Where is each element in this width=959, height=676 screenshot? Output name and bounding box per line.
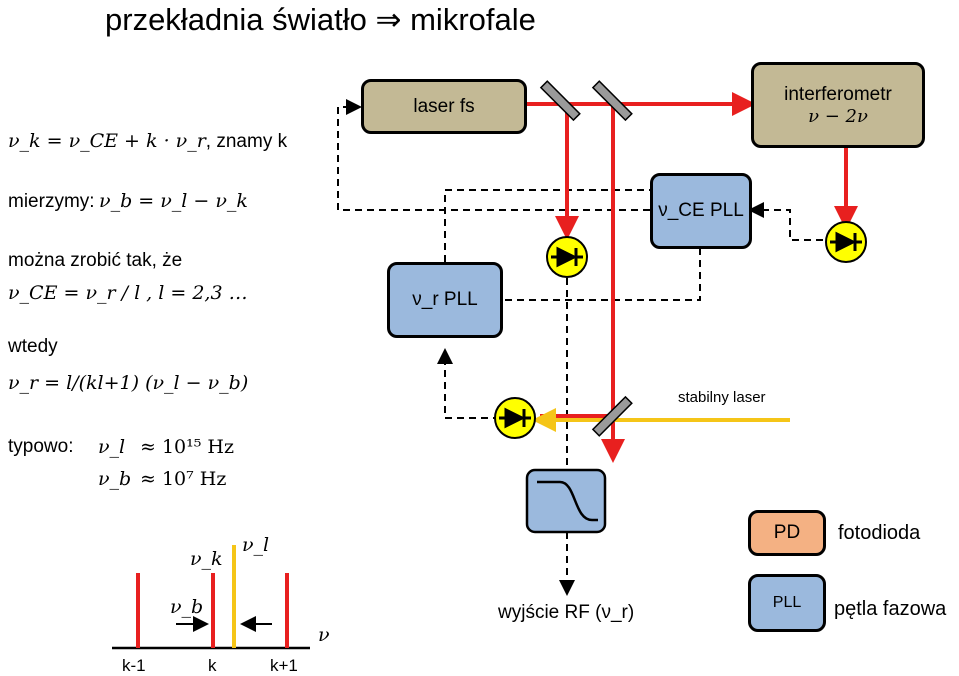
typical-nu-l: ν_l <box>98 436 126 458</box>
legend-pd-box-label: PD <box>773 522 801 543</box>
pll-r-box: ν_r PLL <box>387 262 503 338</box>
measure-equation: ν_b = ν_l − ν_k <box>99 190 248 212</box>
legend-pll-box: PLL <box>748 574 826 632</box>
pll-r-label: ν_r PLL <box>412 289 478 310</box>
mirror-3-icon <box>591 395 633 437</box>
condition-intro: można zrobić tak, że <box>8 250 183 271</box>
then-equation: ν_r = l/(kl+1) (ν_l − ν_b) <box>8 372 249 394</box>
interferometer-box: interferometr ν − 2ν <box>751 62 925 148</box>
laser-fs-label: laser fs <box>413 95 475 117</box>
interferometer-sub: ν − 2ν <box>808 105 868 127</box>
control-lines <box>337 99 835 596</box>
rf-output-label: wyjście RF (ν_r) <box>498 602 635 623</box>
equation-nu-k-suffix: , znamy k <box>205 131 288 152</box>
equation-nu-k: ν_k = ν_CE + k · ν_r, znamy k <box>8 130 287 153</box>
spectrum-tick-k-plus-1: k+1 <box>270 656 298 675</box>
spectrum-tick-k-minus-1: k-1 <box>122 656 146 675</box>
legend-pd-text: fotodioda <box>838 522 921 544</box>
photodiode-1-icon <box>546 236 588 278</box>
legend-pll-text: pętla fazowa <box>834 598 947 620</box>
stable-laser-label: stabilny laser <box>678 389 766 406</box>
condition-equation: ν_CE = ν_r / l , l = 2,3 … <box>8 282 248 304</box>
typical-nu-b-value: ≈ 10⁷ Hz <box>140 468 227 490</box>
spectrum-axis-label: ν <box>318 624 330 646</box>
typical-nu-l-value: ≈ 10¹⁵ Hz <box>140 436 234 458</box>
spectrum-plot <box>112 545 310 650</box>
spectrum-label-nu-l: ν_l <box>242 534 270 556</box>
spectrum-label-nu-k: ν_k <box>190 548 223 570</box>
mirror-1-icon <box>539 80 581 122</box>
measure-prefix: mierzymy: <box>8 191 95 212</box>
page-title: przekładnia światło ⇒ mikrofale <box>105 2 536 37</box>
mirrors <box>539 80 633 437</box>
pll-ce-label: ν_CE PLL <box>658 200 744 221</box>
pll-ce-box: ν_CE PLL <box>650 173 752 249</box>
spectrum-label-nu-b: ν_b <box>170 596 204 618</box>
spectrum-tick-k: k <box>208 656 217 675</box>
photodiode-3-icon <box>494 397 536 439</box>
typical-nu-b: ν_b <box>98 468 132 490</box>
equation-nu-k-math: ν_k = ν_CE + k · ν_r <box>8 130 206 152</box>
measure-line: mierzymy: ν_b = ν_l − ν_k <box>8 190 248 213</box>
photodiode-2-icon <box>825 221 867 263</box>
typical-label: typowo: <box>8 436 74 457</box>
mirror-2-icon <box>591 80 633 122</box>
legend-pd-box: PD <box>748 510 826 556</box>
legend-pll-box-label: PLL <box>772 594 802 611</box>
laser-fs-box: laser fs <box>361 79 527 134</box>
interferometer-label: interferometr <box>784 83 892 105</box>
rf-filter-icon <box>525 468 607 534</box>
then-label: wtedy <box>8 336 58 357</box>
